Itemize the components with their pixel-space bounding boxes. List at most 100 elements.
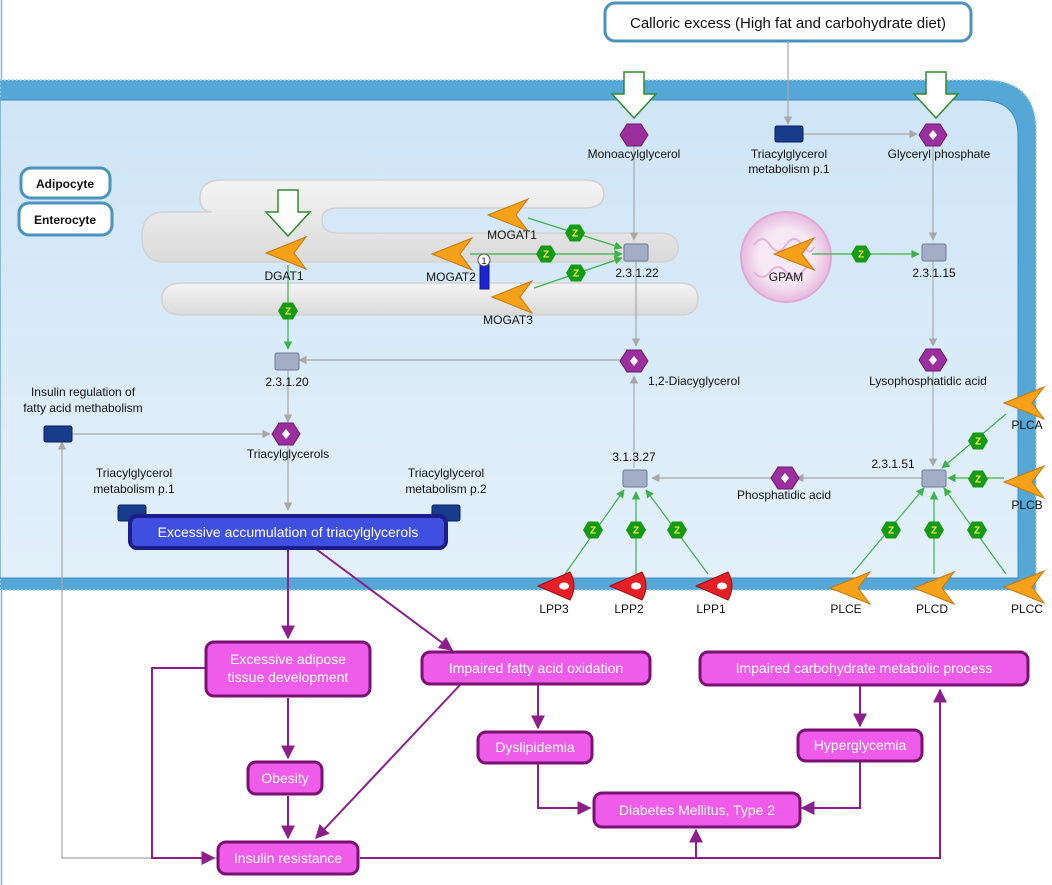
plca-enzyme-icon[interactable] xyxy=(1002,385,1046,421)
catalysis-z-icon: Z xyxy=(565,224,585,242)
input-arrows xyxy=(264,71,960,238)
svg-text:Z: Z xyxy=(674,526,680,537)
reaction-2-3-1-20-label: 2.3.1.20 xyxy=(265,375,309,389)
legend-enterocyte: Enterocyte xyxy=(17,201,114,237)
svg-text:Z: Z xyxy=(633,526,639,537)
lpp2-label: LPP2 xyxy=(614,602,644,616)
lpp2-enzyme-icon[interactable] xyxy=(608,571,647,601)
edge-adipose-to-insulin-resistance xyxy=(151,667,216,865)
catalysis-glyphs: Z Z Z Z Z Z Z Z Z Z Z Z Z xyxy=(278,224,988,539)
accumulation-box[interactable]: Excessive accumulation of triacylglycero… xyxy=(128,514,448,550)
tag-metabolism-p1-label-line1: Triacylglycerol xyxy=(96,466,172,480)
lpp3-enzyme-icon[interactable] xyxy=(536,571,575,601)
adipose-box[interactable]: Excessive adipose tissue development xyxy=(204,640,372,698)
plcc-label: PLCC xyxy=(1011,602,1043,616)
fatty-acid-oxidation-box[interactable]: Impaired fatty acid oxidation xyxy=(420,650,652,686)
insulin-resistance-box[interactable]: Insulin resistance xyxy=(216,840,360,876)
mogat2-enzyme-icon[interactable] xyxy=(430,236,474,272)
hyperglycemia-box[interactable]: Hyperglycemia xyxy=(796,728,924,763)
expression-badge-label: 1 xyxy=(481,256,486,266)
edge-hyperglycemia-to-diabetes xyxy=(800,762,861,815)
catalysis-z-icon: Z xyxy=(583,521,603,539)
plcb-enzyme-icon[interactable] xyxy=(1002,464,1046,500)
obesity-box[interactable]: Obesity xyxy=(246,760,324,796)
diacylglycerol-hexagon-icon[interactable] xyxy=(619,349,649,373)
mogat1-enzyme-icon[interactable] xyxy=(486,197,530,233)
plca-label: PLCA xyxy=(1011,418,1042,432)
monoacylglycerol-hexagon-icon[interactable] xyxy=(619,123,649,147)
catalysis-z-icon: Z xyxy=(881,521,901,539)
input-arrow-icon xyxy=(610,71,658,120)
insulin-regulation-label-line1: Insulin regulation of xyxy=(31,385,136,399)
pathway-link-icon[interactable] xyxy=(43,425,73,443)
plcc-enzyme-icon[interactable] xyxy=(1002,569,1046,605)
reaction-square-icon[interactable] xyxy=(622,469,648,488)
mogat3-enzyme-icon[interactable] xyxy=(490,279,534,315)
reaction-square-icon[interactable] xyxy=(623,243,649,262)
reaction-2-3-1-51-label: 2.3.1.51 xyxy=(871,457,915,471)
glyceryl-phosphate-hexagon-icon[interactable] xyxy=(918,123,948,147)
svg-text:Z: Z xyxy=(572,229,578,240)
catalysis-z-icon: Z xyxy=(626,521,646,539)
process-boxes: Excessive accumulation of triacylglycero… xyxy=(128,514,1030,876)
catalysis-z-icon: Z xyxy=(536,245,556,263)
dgat1-enzyme-icon[interactable] xyxy=(264,235,308,271)
svg-text:Z: Z xyxy=(974,526,980,537)
carbohydrate-label: Impaired carbohydrate metabolic process xyxy=(736,660,993,676)
insulin-regulation-label-line2: fatty acid methabolism xyxy=(23,401,142,415)
mogat2-expression-marker: 1 xyxy=(477,253,491,290)
reaction-flow-edges xyxy=(57,41,938,859)
input-arrow-icon xyxy=(912,71,960,120)
svg-text:Z: Z xyxy=(543,250,549,261)
reaction-square-icon[interactable] xyxy=(921,469,947,488)
legend-adipocyte: Adipocyte xyxy=(19,166,112,200)
lpp-enzyme-nodes xyxy=(536,571,733,601)
mogat3-label: MOGAT3 xyxy=(483,313,533,327)
plce-enzyme-icon[interactable] xyxy=(828,570,872,606)
phosphatidic-acid-hexagon-icon[interactable] xyxy=(770,466,800,490)
adipose-label-line2: tissue development xyxy=(228,669,349,685)
metabolite-nodes xyxy=(271,123,948,490)
plce-label: PLCE xyxy=(830,602,861,616)
plcd-label: PLCD xyxy=(916,602,948,616)
reaction-nodes xyxy=(274,243,947,488)
edge-fao-to-insulin-resistance xyxy=(315,684,461,840)
catalysis-z-icon: Z xyxy=(566,264,586,282)
pathway-link-icon[interactable] xyxy=(774,125,804,143)
mogat1-label: MOGAT1 xyxy=(487,228,537,242)
catalysis-z-icon: Z xyxy=(278,302,298,320)
gpam-enzyme-icon[interactable] xyxy=(772,236,816,272)
edge-insulin-resistance-to-carbohydrate xyxy=(696,688,947,859)
catalysis-z-icon: Z xyxy=(851,245,871,263)
process-edges xyxy=(151,545,947,865)
reaction-2-3-1-22-label: 2.3.1.22 xyxy=(615,266,659,280)
catalysis-z-icon: Z xyxy=(967,521,987,539)
accumulation-label: Excessive accumulation of triacylglycero… xyxy=(158,524,419,540)
lysophosphatidic-acid-hexagon-icon[interactable] xyxy=(918,348,948,372)
dyslipidemia-box[interactable]: Dyslipidemia xyxy=(476,730,594,765)
plcd-enzyme-icon[interactable] xyxy=(912,570,956,606)
node-labels: Monoacylglycerol Glyceryl phosphate Tria… xyxy=(23,147,1043,616)
edge-dyslipidemia-to-diabetes xyxy=(537,764,592,815)
diabetes-box[interactable]: Diabetes Mellitus, Type 2 xyxy=(592,791,802,829)
insulin-resistance-label: Insulin resistance xyxy=(234,850,342,866)
triacylglycerols-hexagon-icon[interactable] xyxy=(271,422,301,446)
input-arrow-icon xyxy=(264,189,312,238)
svg-text:Z: Z xyxy=(931,526,937,537)
svg-text:Z: Z xyxy=(573,269,579,280)
svg-text:Z: Z xyxy=(590,526,596,537)
enzyme-nodes xyxy=(264,197,1046,606)
lpp1-label: LPP1 xyxy=(696,602,726,616)
legend-adipocyte-label: Adipocyte xyxy=(36,177,94,191)
lpp3-label: LPP3 xyxy=(539,602,569,616)
reaction-square-icon[interactable] xyxy=(274,352,300,371)
lpp1-enzyme-icon[interactable] xyxy=(694,571,733,601)
tag-metabolism-top-label-line1: Triacylglycerol xyxy=(751,147,827,161)
carbohydrate-box[interactable]: Impaired carbohydrate metabolic process xyxy=(698,650,1030,687)
reaction-square-icon[interactable] xyxy=(921,243,947,262)
diacylglycerol-label: 1,2-Diacyglycerol xyxy=(648,374,740,388)
lysophosphatidic-acid-label: Lysophosphatidic acid xyxy=(869,374,987,388)
caloric-excess-label: Calloric excess (High fat and carbohydra… xyxy=(630,15,946,32)
glyceryl-phosphate-label: Glyceryl phosphate xyxy=(888,147,991,161)
